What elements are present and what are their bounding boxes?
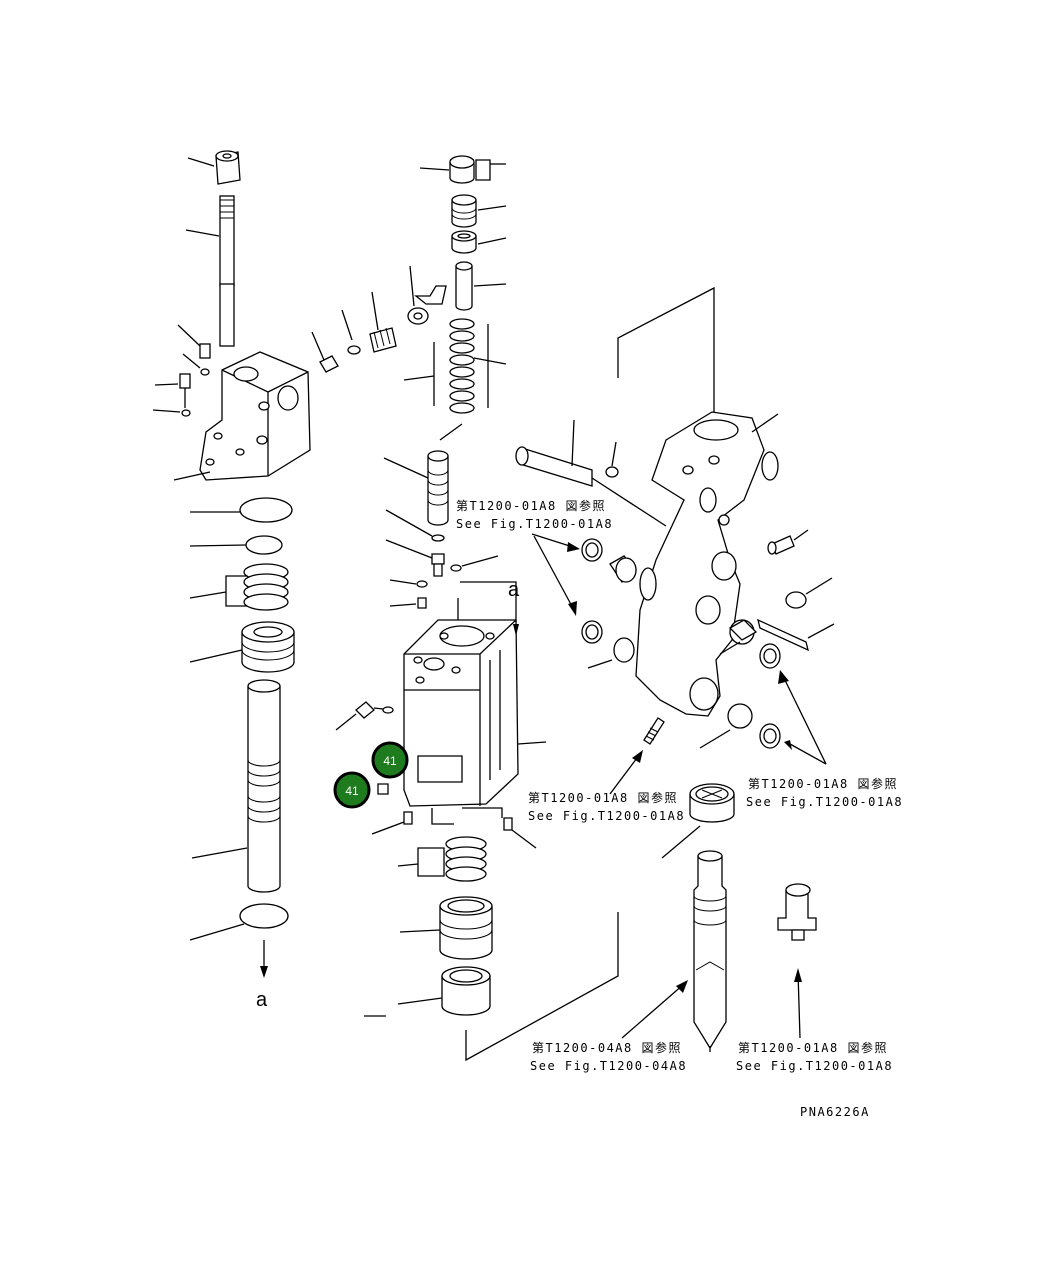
- svg-text:41: 41: [345, 784, 359, 798]
- pin-part: [515, 419, 667, 527]
- part-callout-badge[interactable]: 41: [333, 771, 371, 809]
- rod-pin-part: [757, 618, 835, 652]
- svg-text:See Fig.T1200-01A8: See Fig.T1200-01A8: [528, 809, 685, 823]
- svg-text:第T1200-01A8 図参照: 第T1200-01A8 図参照: [528, 790, 678, 805]
- retainer-part: [399, 896, 493, 960]
- svg-text:See Fig.T1200-01A8: See Fig.T1200-01A8: [736, 1059, 893, 1073]
- spring-part: [311, 265, 447, 373]
- o-ring-part: [189, 497, 293, 555]
- svg-text:See Fig.T1200-01A8: See Fig.T1200-01A8: [456, 517, 613, 531]
- spring-part: [189, 563, 289, 611]
- assembly-bracket-line: [617, 286, 715, 412]
- hex-nut-part: [187, 150, 241, 185]
- center-part-stack: a: [311, 155, 619, 1062]
- cartridge-part: [777, 883, 817, 941]
- reference-arrows: [531, 533, 827, 1039]
- dust-cap-part: [661, 783, 735, 859]
- bushing-part: [581, 538, 781, 749]
- piston-part: [455, 261, 507, 311]
- drawing-code: PNA6226A: [800, 1105, 870, 1119]
- figure-reference-bottom-right: 第T1200-01A8 図参照 See Fig.T1200-01A8: [736, 1040, 893, 1073]
- figure-reference-mid-center: 第T1200-01A8 図参照 See Fig.T1200-01A8: [528, 790, 685, 823]
- side-fitting-part: [335, 701, 394, 795]
- figure-reference-mid-right: 第T1200-01A8 図参照 See Fig.T1200-01A8: [746, 776, 903, 809]
- cup-part: [451, 194, 507, 228]
- bush-part: [451, 230, 507, 254]
- svg-text:第T1200-01A8 図参照: 第T1200-01A8 図参照: [456, 498, 606, 513]
- svg-text:第T1200-04A8 図参照: 第T1200-04A8 図参照: [532, 1040, 682, 1055]
- spool-part: [191, 679, 281, 893]
- left-part-stack: a: [152, 150, 311, 1011]
- flow-arrow: [260, 940, 268, 978]
- valve-block-part: [403, 581, 547, 807]
- cap-part: [419, 155, 506, 184]
- washer-stack-part: [403, 318, 507, 441]
- assembly-bracket-line: [465, 912, 619, 1062]
- link-body-part: [635, 411, 779, 717]
- spring-part: [397, 836, 487, 882]
- figure-reference-bottom-center: 第T1200-04A8 図参照 See Fig.T1200-04A8: [530, 1040, 687, 1073]
- svg-text:第T1200-01A8 図参照: 第T1200-01A8 図参照: [738, 1040, 888, 1055]
- bolt-part: [152, 324, 211, 417]
- figure-reference-top-center: 第T1200-01A8 図参照 See Fig.T1200-01A8: [456, 498, 613, 531]
- svg-text:See Fig.T1200-01A8: See Fig.T1200-01A8: [746, 795, 903, 809]
- svg-text:第T1200-01A8 図参照: 第T1200-01A8 図参照: [748, 776, 898, 791]
- marker-a-top: a: [508, 579, 520, 601]
- fitting-part: [385, 539, 499, 577]
- screw-part: [605, 441, 619, 478]
- right-part-assembly: [515, 286, 835, 1052]
- cap-part: [364, 966, 491, 1017]
- valve-stem-part: [693, 850, 727, 1052]
- rod-part: [185, 195, 235, 347]
- valve-spool-part: [383, 450, 449, 542]
- part-callout-badge[interactable]: 41: [371, 741, 409, 779]
- svg-text:See Fig.T1200-04A8: See Fig.T1200-04A8: [530, 1059, 687, 1073]
- grease-fitting-part: [643, 717, 665, 745]
- snap-ring-part: [785, 577, 833, 609]
- fitting-part: [767, 529, 809, 555]
- marker-a-bottom: a: [256, 989, 268, 1011]
- bolt-part: [371, 807, 537, 849]
- valve-cover-part: [173, 351, 311, 481]
- plug-part: [389, 579, 428, 609]
- svg-text:41: 41: [383, 754, 397, 768]
- o-ring-part: [189, 903, 289, 941]
- collar-part: [189, 621, 295, 673]
